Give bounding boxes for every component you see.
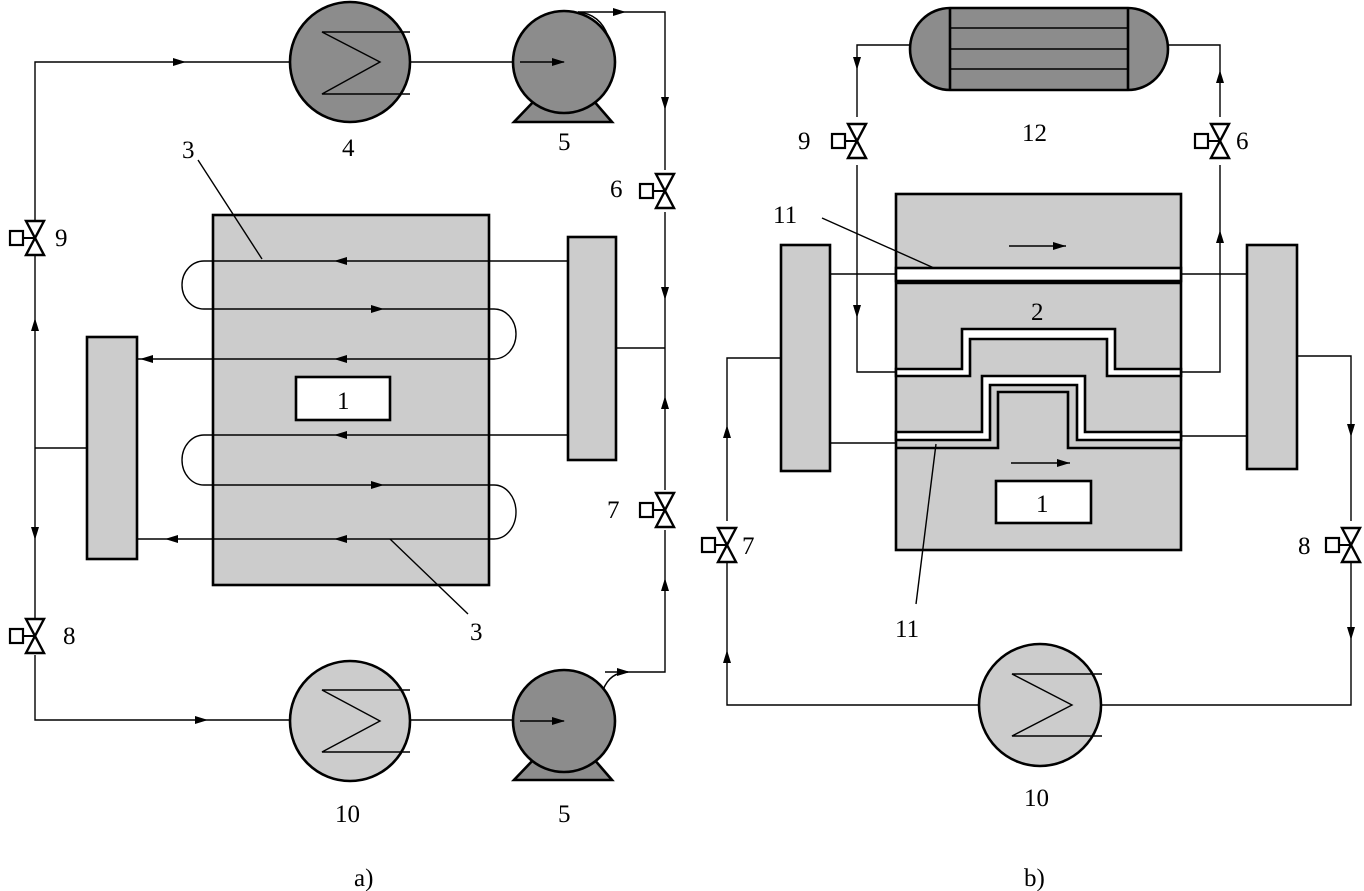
tank-b [908, 6, 1170, 92]
channel-b [894, 327, 1183, 378]
label-tank-b: 12 [1022, 120, 1047, 147]
valve-icon-b-8[interactable] [1324, 526, 1362, 564]
pipe-coils-a [137, 257, 568, 543]
pump-bottom-a [510, 668, 630, 782]
diagram-a: 1 3 3 4 5 6 7 9 8 10 5 a) [8, 0, 676, 891]
label-valve-6-b: 6 [1236, 128, 1249, 155]
label-pump-bottom-a: 5 [558, 801, 571, 828]
heat-exchanger-bottom-a [288, 659, 412, 783]
heat-exchanger-b [977, 642, 1103, 768]
label-room-b: 1 [1036, 491, 1049, 518]
label-layer-bottom-b: 11 [895, 616, 919, 643]
manifold-right-a [566, 235, 618, 462]
layer-top-b [894, 266, 1183, 283]
label-exchanger-b: 10 [1024, 785, 1049, 812]
valve-icon-b-6[interactable] [1193, 122, 1231, 160]
room-label-box-b [994, 479, 1093, 525]
valve-icon-a-6[interactable] [638, 172, 676, 210]
label-valve-8-b: 8 [1298, 533, 1311, 560]
valve-icon-b-9[interactable] [830, 122, 868, 160]
label-valve-7-b: 7 [742, 533, 755, 560]
diagram-b: 12 9 6 11 2 1 7 8 11 10 b) [700, 6, 1362, 891]
valve-icon-a-7[interactable] [638, 491, 676, 529]
layer-bottom-b [894, 374, 1183, 442]
label-exchanger-bottom-a: 10 [335, 801, 360, 828]
label-pipes-top-a: 3 [182, 137, 195, 164]
manifold-right-b [1245, 243, 1299, 471]
room-label-box-a [294, 375, 392, 422]
label-exchanger-top-a: 4 [342, 135, 355, 162]
label-valve-8-a: 8 [63, 623, 76, 650]
manifold-left-b [779, 243, 832, 473]
label-valve-9-b: 9 [798, 128, 811, 155]
pump-top-a [510, 9, 617, 124]
heat-exchanger-top-a [288, 0, 412, 124]
label-channel-b: 2 [1031, 299, 1044, 326]
label-pump-top-a: 5 [558, 129, 571, 156]
valve-icon-a-8[interactable] [8, 617, 46, 655]
label-room-a: 1 [337, 388, 350, 415]
circuit-lines-a [31, 8, 669, 724]
manifold-left-a [85, 335, 139, 561]
label-valve-6-a: 6 [610, 176, 623, 203]
valve-icon-b-7[interactable] [700, 526, 738, 564]
caption-a: a) [354, 865, 373, 891]
label-valve-9-a: 9 [55, 225, 68, 252]
caption-b: b) [1024, 865, 1045, 891]
label-pipes-bottom-a: 3 [470, 619, 483, 646]
label-layer-top-b: 11 [773, 202, 797, 229]
valve-icon-a-9[interactable] [8, 219, 46, 257]
label-valve-7-a: 7 [607, 497, 620, 524]
